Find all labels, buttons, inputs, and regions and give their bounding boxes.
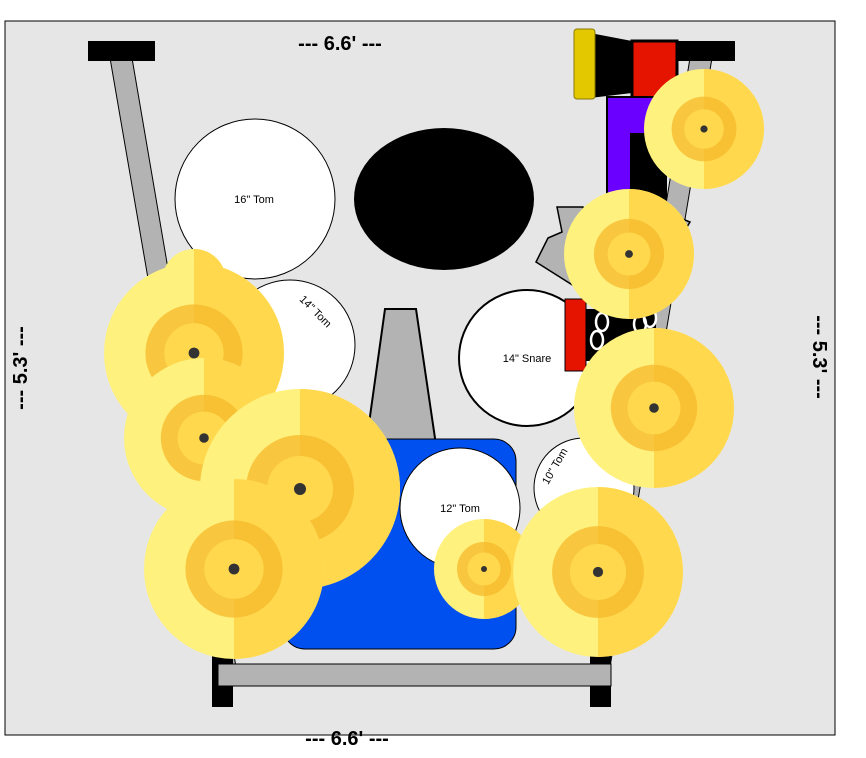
cymbal-crash-right-top	[644, 69, 764, 189]
cymbal-hihat	[564, 189, 694, 319]
snare-14-label: 14" Snare	[503, 353, 552, 365]
cymbal-center-hole	[700, 125, 708, 133]
tom-16-head	[174, 118, 336, 280]
cymbal-center-hole	[649, 403, 659, 413]
cymbal-center-hole	[625, 250, 633, 258]
cymbal-center-hole	[294, 483, 306, 495]
cymbal-ride-right	[513, 487, 683, 657]
cymbal-center-hole	[481, 566, 487, 572]
yellow-pedal	[573, 28, 596, 100]
chain-link	[589, 329, 605, 351]
cymbal-crash-right-mid	[574, 328, 734, 488]
rack-right-top-clamp	[675, 41, 735, 61]
bottom-width-label: --- 6.6' ---	[305, 728, 389, 750]
rack-left-top-clamp	[88, 41, 155, 61]
tom-16-label: 16" Tom	[234, 194, 274, 206]
snare-red-clamp	[564, 298, 587, 372]
cymbal-center-hole	[592, 566, 604, 578]
cymbal-crash-left-lower	[144, 479, 324, 659]
tom-12-label: 12" Tom	[440, 503, 480, 515]
right-depth-label: --- 5.3' ---	[808, 315, 830, 399]
top-width-label: --- 6.6' ---	[298, 33, 382, 55]
cymbal-center-hole	[228, 563, 240, 575]
left-depth-label: --- 5.3' ---	[10, 326, 32, 410]
cymbal-center-hole	[188, 347, 200, 359]
cymbal-center-hole	[199, 433, 209, 443]
yellow-pedal-horn	[590, 33, 632, 98]
rack-bottom-bar	[217, 663, 612, 687]
tom-16: 16" Tom	[174, 118, 336, 280]
drum-throne	[354, 128, 534, 270]
